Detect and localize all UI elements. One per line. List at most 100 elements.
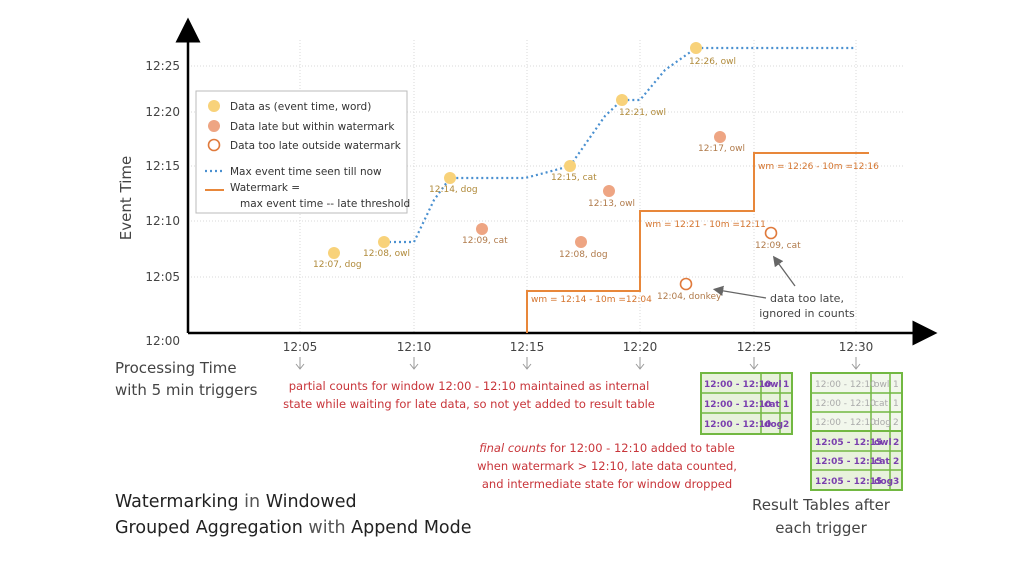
final-counts-emphasis: final counts bbox=[479, 441, 546, 455]
legend: Data as (event time, word) Data late but… bbox=[195, 90, 410, 214]
result-cell: 12:05 - 12:15 bbox=[815, 477, 882, 487]
legend-label: Data too late outside watermark bbox=[230, 140, 402, 152]
too-late-arrow bbox=[712, 285, 767, 299]
legend-data-icon bbox=[208, 100, 220, 112]
result-table-2: 12:00 - 12:10 owl 1 12:00 - 12:10 cat 1 … bbox=[810, 372, 903, 491]
result-tables-caption-line2: each trigger bbox=[775, 519, 867, 537]
data-point bbox=[444, 172, 456, 184]
result-cell: 2 bbox=[783, 420, 789, 430]
diagram-title-line1: Watermarking in Windowed bbox=[115, 492, 357, 512]
late-data-point bbox=[714, 131, 726, 143]
data-point-label: 12:21, owl bbox=[619, 108, 666, 118]
result-cell: owl bbox=[874, 380, 889, 390]
result-cell: 1 bbox=[893, 399, 899, 409]
final-counts-note-line1: final counts for 12:00 - 12:10 added to … bbox=[479, 441, 735, 455]
late-data-point-label: 12:17, owl bbox=[698, 144, 745, 154]
too-late-note-line1: data too late, bbox=[770, 292, 844, 305]
watermark-label: wm = 12:14 - 10m =12:04 bbox=[531, 295, 652, 305]
y-axis-label: Event Time bbox=[117, 156, 135, 240]
too-late-data-point bbox=[679, 277, 693, 291]
watermark-label: wm = 12:26 - 10m =12:16 bbox=[758, 162, 879, 172]
result-cell: dog bbox=[874, 418, 891, 428]
legend-label: max event time -- late threshold bbox=[240, 198, 410, 210]
diagram-title-line2: Grouped Aggregation with Append Mode bbox=[115, 518, 472, 538]
legend-too-late-icon bbox=[207, 138, 221, 152]
y-tick-label: 12:00 bbox=[145, 334, 180, 348]
result-cell: owl bbox=[874, 438, 892, 448]
legend-label: Data as (event time, word) bbox=[230, 101, 371, 113]
data-point-label: 12:15, cat bbox=[551, 173, 597, 183]
title-part: with bbox=[303, 518, 351, 538]
data-point bbox=[616, 94, 628, 106]
data-point bbox=[328, 247, 340, 259]
watermark-line bbox=[526, 152, 869, 333]
too-late-data-point-label: 12:04, donkey bbox=[657, 292, 722, 302]
legend-label: Watermark = bbox=[230, 182, 300, 194]
result-cell: 12:00 - 12:10 bbox=[815, 399, 876, 409]
x-tick-label: 12:25 bbox=[737, 340, 772, 354]
result-cell: cat bbox=[764, 400, 780, 410]
result-cell: 1 bbox=[893, 380, 899, 390]
y-tick-label: 12:10 bbox=[145, 214, 180, 228]
title-part: Windowed bbox=[266, 492, 357, 512]
data-point bbox=[564, 160, 576, 172]
x-tick-label: 12:15 bbox=[510, 340, 545, 354]
result-cell: dog bbox=[764, 420, 783, 430]
data-point bbox=[690, 42, 702, 54]
title-part: Watermarking bbox=[115, 492, 239, 512]
result-cell: owl bbox=[764, 380, 782, 390]
partial-counts-note-line1: partial counts for window 12:00 - 12:10 … bbox=[289, 379, 650, 393]
final-counts-rest: for 12:00 - 12:10 added to table bbox=[546, 441, 735, 455]
final-counts-note-line2: when watermark > 12:10, late data counte… bbox=[477, 459, 737, 473]
x-tick-label: 12:10 bbox=[397, 340, 432, 354]
legend-late-icon bbox=[208, 120, 220, 132]
too-late-data-point-label: 12:09, cat bbox=[755, 241, 801, 251]
data-point-label: 12:26, owl bbox=[689, 57, 736, 67]
result-cell: 1 bbox=[783, 400, 789, 410]
y-tick-label: 12:05 bbox=[145, 270, 180, 284]
result-cell: 2 bbox=[893, 457, 899, 467]
y-tick-label: 12:15 bbox=[145, 159, 180, 173]
max-event-time-line bbox=[384, 46, 856, 244]
result-table-1: 12:00 - 12:10 owl 1 12:00 - 12:10 cat 1 … bbox=[700, 372, 793, 435]
x-tick-label: 12:05 bbox=[283, 340, 318, 354]
too-late-arrow bbox=[772, 255, 796, 287]
y-tick-label: 12:20 bbox=[145, 105, 180, 119]
late-data-point bbox=[476, 223, 488, 235]
x-axis-label-line1: Processing Time bbox=[115, 359, 237, 377]
data-points: 12:07, dog 12:08, owl 12:14, dog 12:15, … bbox=[313, 42, 736, 270]
data-point-label: 12:14, dog bbox=[429, 185, 478, 195]
x-tick-label: 12:20 bbox=[623, 340, 658, 354]
result-cell: 12:05 - 12:15 bbox=[815, 457, 882, 467]
too-late-points: 12:04, donkey 12:09, cat bbox=[657, 226, 801, 302]
title-part: Append Mode bbox=[351, 518, 471, 538]
late-points: 12:09, cat 12:08, dog 12:13, owl 12:17, … bbox=[462, 131, 745, 260]
legend-label: Data late but within watermark bbox=[230, 121, 395, 133]
result-cell: cat bbox=[874, 399, 888, 409]
watermark-label: wm = 12:21 - 10m =12:11 bbox=[645, 220, 766, 230]
late-data-point bbox=[575, 236, 587, 248]
partial-counts-note-line2: state while waiting for late data, so no… bbox=[283, 397, 655, 411]
late-data-point bbox=[603, 185, 615, 197]
too-late-note-line2: ignored in counts bbox=[759, 307, 855, 320]
late-data-point-label: 12:13, owl bbox=[588, 199, 635, 209]
data-point-label: 12:08, owl bbox=[363, 249, 410, 259]
title-part: in bbox=[239, 492, 266, 512]
result-cell: 12:05 - 12:15 bbox=[815, 438, 882, 448]
y-tick-label: 12:25 bbox=[145, 59, 180, 73]
final-counts-note-line3: and intermediate state for window droppe… bbox=[482, 477, 732, 491]
legend-label: Max event time seen till now bbox=[230, 166, 382, 178]
result-cell: cat bbox=[874, 457, 890, 467]
title-part: Grouped Aggregation bbox=[115, 518, 303, 538]
x-tick-label: 12:30 bbox=[839, 340, 874, 354]
result-cell: 2 bbox=[893, 438, 899, 448]
result-tables-caption-line1: Result Tables after bbox=[752, 496, 891, 514]
result-cell: 12:00 - 12:10 bbox=[815, 380, 876, 390]
result-cell: 1 bbox=[783, 380, 789, 390]
result-cell: 2 bbox=[893, 418, 899, 428]
result-cell: 12:00 - 12:10 bbox=[704, 380, 771, 390]
data-point-label: 12:07, dog bbox=[313, 260, 362, 270]
result-cell: 12:00 - 12:10 bbox=[704, 420, 771, 430]
result-cell: 12:00 - 12:10 bbox=[815, 418, 876, 428]
